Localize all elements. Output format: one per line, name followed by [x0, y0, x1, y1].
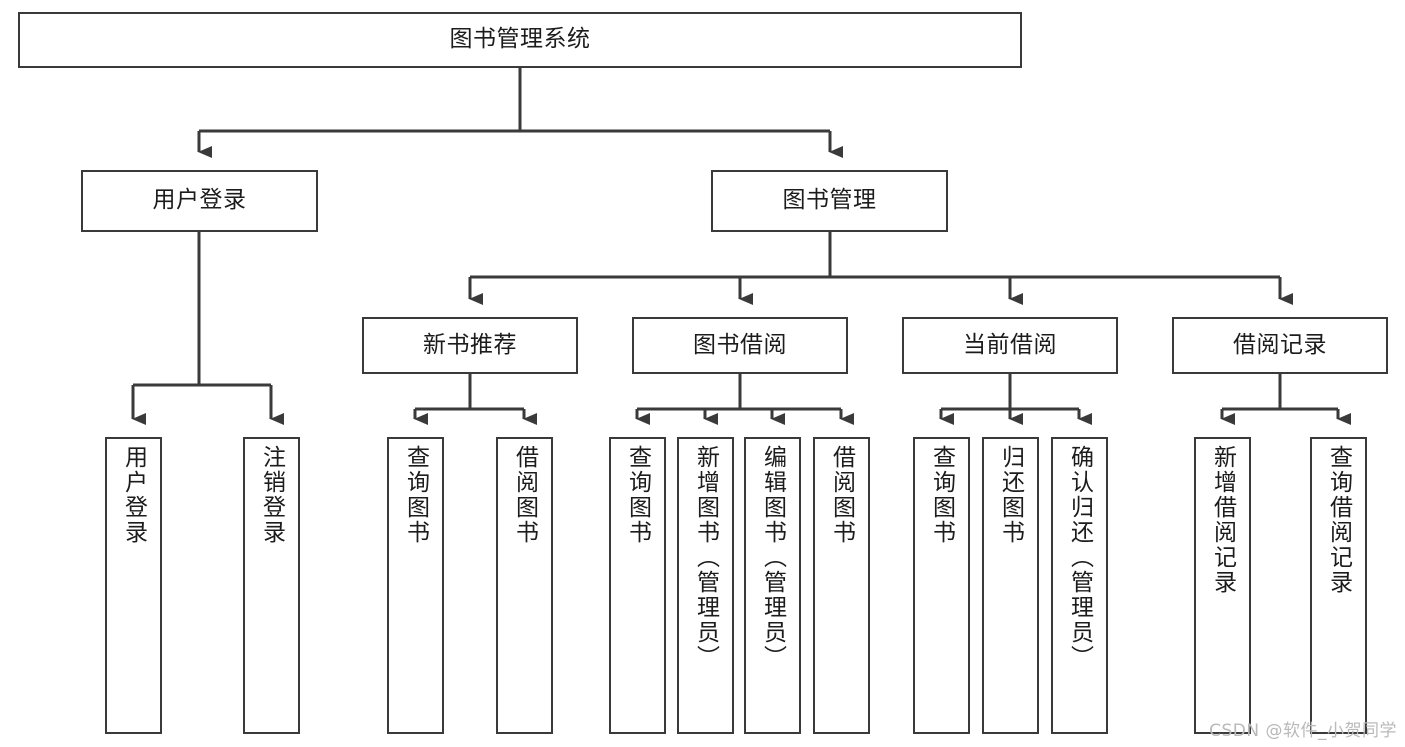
leaf-borrow-add-book-admin[interactable]: 新增图书（管理员） — [677, 437, 734, 734]
leaf-record-query-record[interactable]: 查询借阅记录 — [1310, 437, 1367, 734]
node-label: 借阅图书 — [511, 445, 538, 545]
node-label: 查询图书 — [402, 445, 429, 545]
node-borrow-record[interactable]: 借阅记录 — [1172, 317, 1388, 374]
leaf-borrow-borrow-book[interactable]: 借阅图书 — [813, 437, 870, 734]
node-label: 编辑图书（管理员） — [759, 445, 786, 670]
node-label: 查询图书 — [928, 445, 955, 545]
node-label: 用户登录 — [152, 187, 247, 214]
leaf-borrow-edit-book-admin[interactable]: 编辑图书（管理员） — [744, 437, 801, 734]
node-label: 用户登录 — [120, 445, 147, 545]
node-label: 查询图书 — [624, 445, 651, 545]
node-new-book-recommend[interactable]: 新书推荐 — [362, 317, 578, 374]
node-label: 当前借阅 — [963, 331, 1057, 358]
node-label: 新增图书（管理员） — [692, 445, 719, 670]
node-label: 借阅图书 — [828, 445, 855, 545]
node-label: 新书推荐 — [423, 331, 517, 358]
node-label: 注销登录 — [258, 445, 285, 545]
node-book-management[interactable]: 图书管理 — [711, 170, 948, 232]
node-label: 确认归还（管理员） — [1066, 445, 1093, 670]
leaf-current-query-book[interactable]: 查询图书 — [913, 437, 970, 734]
leaf-current-confirm-return-admin[interactable]: 确认归还（管理员） — [1051, 437, 1108, 734]
node-user-login[interactable]: 用户登录 — [81, 170, 318, 232]
node-label: 查询借阅记录 — [1325, 445, 1352, 595]
leaf-user-login-signout[interactable]: 注销登录 — [243, 437, 300, 734]
leaf-user-login-signin[interactable]: 用户登录 — [105, 437, 162, 734]
node-root-system[interactable]: 图书管理系统 — [18, 12, 1022, 68]
csdn-watermark: CSDN @软件_小贺同学 — [1209, 721, 1397, 741]
leaf-recommend-query-book[interactable]: 查询图书 — [387, 437, 444, 734]
node-label: 图书管理 — [782, 187, 877, 214]
node-current-borrow[interactable]: 当前借阅 — [902, 317, 1118, 374]
node-label: 新增借阅记录 — [1209, 445, 1236, 595]
leaf-recommend-borrow-book[interactable]: 借阅图书 — [496, 437, 553, 734]
node-label: 借阅记录 — [1233, 331, 1327, 358]
node-label: 图书管理系统 — [449, 26, 591, 53]
leaf-borrow-query-book[interactable]: 查询图书 — [609, 437, 666, 734]
node-book-borrow[interactable]: 图书借阅 — [632, 317, 848, 374]
node-label: 归还图书 — [997, 445, 1024, 545]
leaf-record-add-record[interactable]: 新增借阅记录 — [1194, 437, 1251, 734]
node-label: 图书借阅 — [693, 331, 787, 358]
leaf-current-return-book[interactable]: 归还图书 — [982, 437, 1039, 734]
